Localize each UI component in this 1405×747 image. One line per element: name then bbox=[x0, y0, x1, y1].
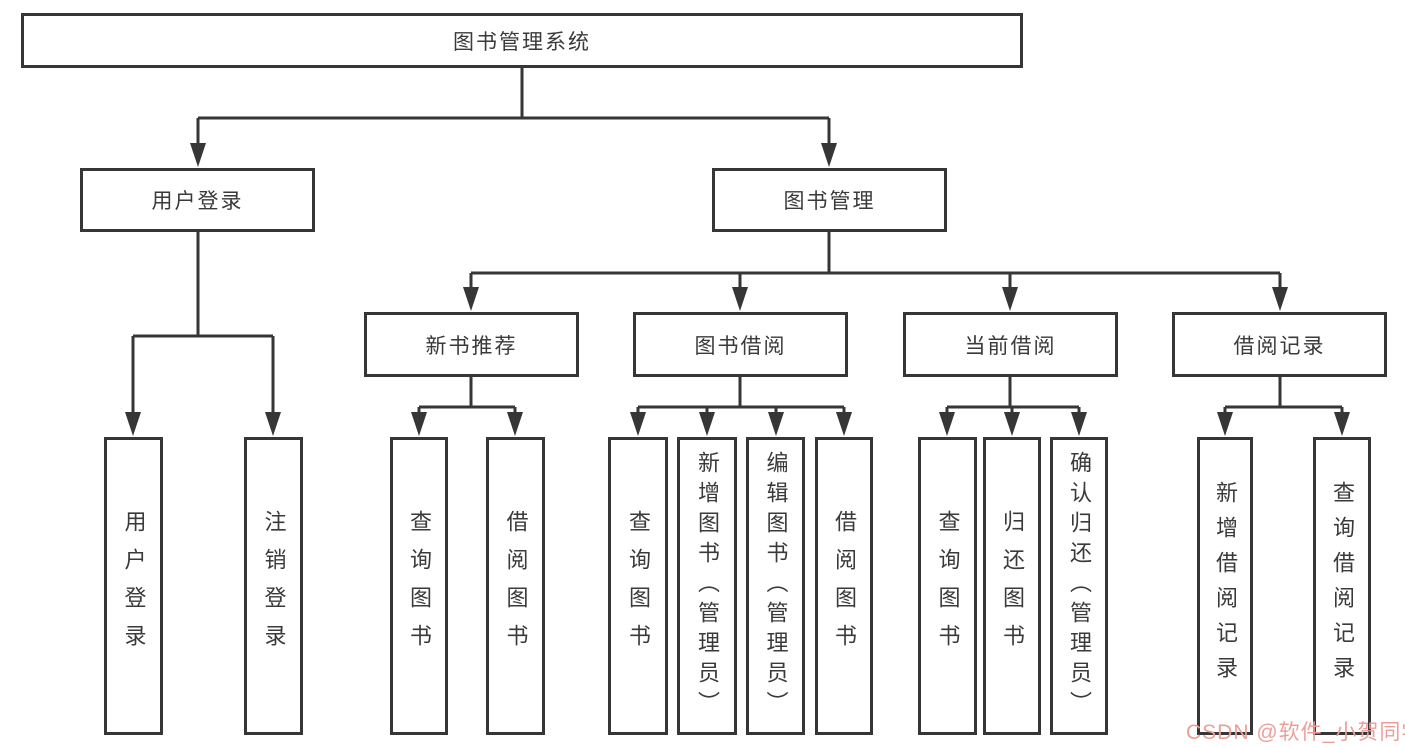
leaf-borrow-add-label: 新增图书（管理员） bbox=[695, 451, 720, 721]
leaf-borrow-add: 新增图书（管理员） bbox=[677, 437, 737, 735]
node-book-management-label: 图书管理 bbox=[783, 190, 876, 213]
leaf-current-return: 归还图书 bbox=[983, 437, 1041, 735]
node-new-book-recommend-label: 新书推荐 bbox=[425, 334, 518, 358]
leaf-newbooks-borrow: 借阅图书 bbox=[486, 437, 545, 735]
leaf-current-return-label: 归还图书 bbox=[1000, 510, 1025, 662]
node-current-borrow: 当前借阅 bbox=[903, 312, 1118, 377]
connector-borrow-records bbox=[1217, 377, 1350, 436]
leaf-logout: 注销登录 bbox=[244, 437, 303, 735]
connector-user-login bbox=[125, 232, 281, 436]
leaf-current-confirm: 确认归还（管理员） bbox=[1050, 437, 1108, 735]
leaf-current-confirm-label: 确认归还（管理员） bbox=[1067, 451, 1092, 721]
leaf-borrow-edit-label: 编辑图书（管理员） bbox=[763, 451, 789, 721]
leaf-borrow-borrow: 借阅图书 bbox=[815, 437, 873, 735]
connector-book-borrow bbox=[630, 377, 852, 436]
node-user-login-label: 用户登录 bbox=[151, 190, 244, 213]
leaf-records-query-label: 查询借阅记录 bbox=[1330, 481, 1355, 691]
connector-book-management bbox=[463, 232, 1288, 311]
node-borrow-records: 借阅记录 bbox=[1172, 312, 1387, 377]
leaf-current-query: 查询图书 bbox=[918, 437, 977, 735]
node-book-borrow: 图书借阅 bbox=[633, 312, 848, 377]
leaf-newbooks-query-label: 查询图书 bbox=[407, 510, 432, 662]
leaf-current-query-label: 查询图书 bbox=[935, 510, 961, 662]
node-book-borrow-label: 图书借阅 bbox=[694, 334, 787, 358]
node-book-management: 图书管理 bbox=[712, 168, 947, 232]
leaf-borrow-query-label: 查询图书 bbox=[626, 510, 651, 662]
watermark: CSDN @软件_小贺同学 bbox=[1186, 721, 1405, 744]
node-new-book-recommend: 新书推荐 bbox=[364, 312, 579, 377]
leaf-borrow-edit: 编辑图书（管理员） bbox=[746, 437, 805, 735]
connector-root bbox=[190, 68, 837, 167]
leaf-records-query: 查询借阅记录 bbox=[1313, 437, 1371, 735]
connector-current-borrow bbox=[939, 377, 1087, 436]
leaf-logout-label: 注销登录 bbox=[261, 510, 287, 662]
node-root: 图书管理系统 bbox=[21, 13, 1023, 68]
leaf-newbooks-borrow-label: 借阅图书 bbox=[503, 510, 529, 662]
connector-new-book-recommend bbox=[411, 377, 523, 436]
node-root-label: 图书管理系统 bbox=[453, 30, 591, 54]
leaf-newbooks-query: 查询图书 bbox=[390, 437, 448, 735]
node-user-login: 用户登录 bbox=[80, 168, 315, 232]
leaf-records-add-label: 新增借阅记录 bbox=[1213, 481, 1238, 691]
leaf-borrow-borrow-label: 借阅图书 bbox=[832, 510, 857, 662]
leaf-records-add: 新增借阅记录 bbox=[1197, 437, 1253, 735]
node-borrow-records-label: 借阅记录 bbox=[1233, 334, 1326, 358]
leaf-borrow-query: 查询图书 bbox=[608, 437, 668, 735]
leaf-user-login: 用户登录 bbox=[104, 437, 163, 735]
leaf-user-login-label: 用户登录 bbox=[121, 510, 147, 662]
node-current-borrow-label: 当前借阅 bbox=[964, 334, 1057, 358]
